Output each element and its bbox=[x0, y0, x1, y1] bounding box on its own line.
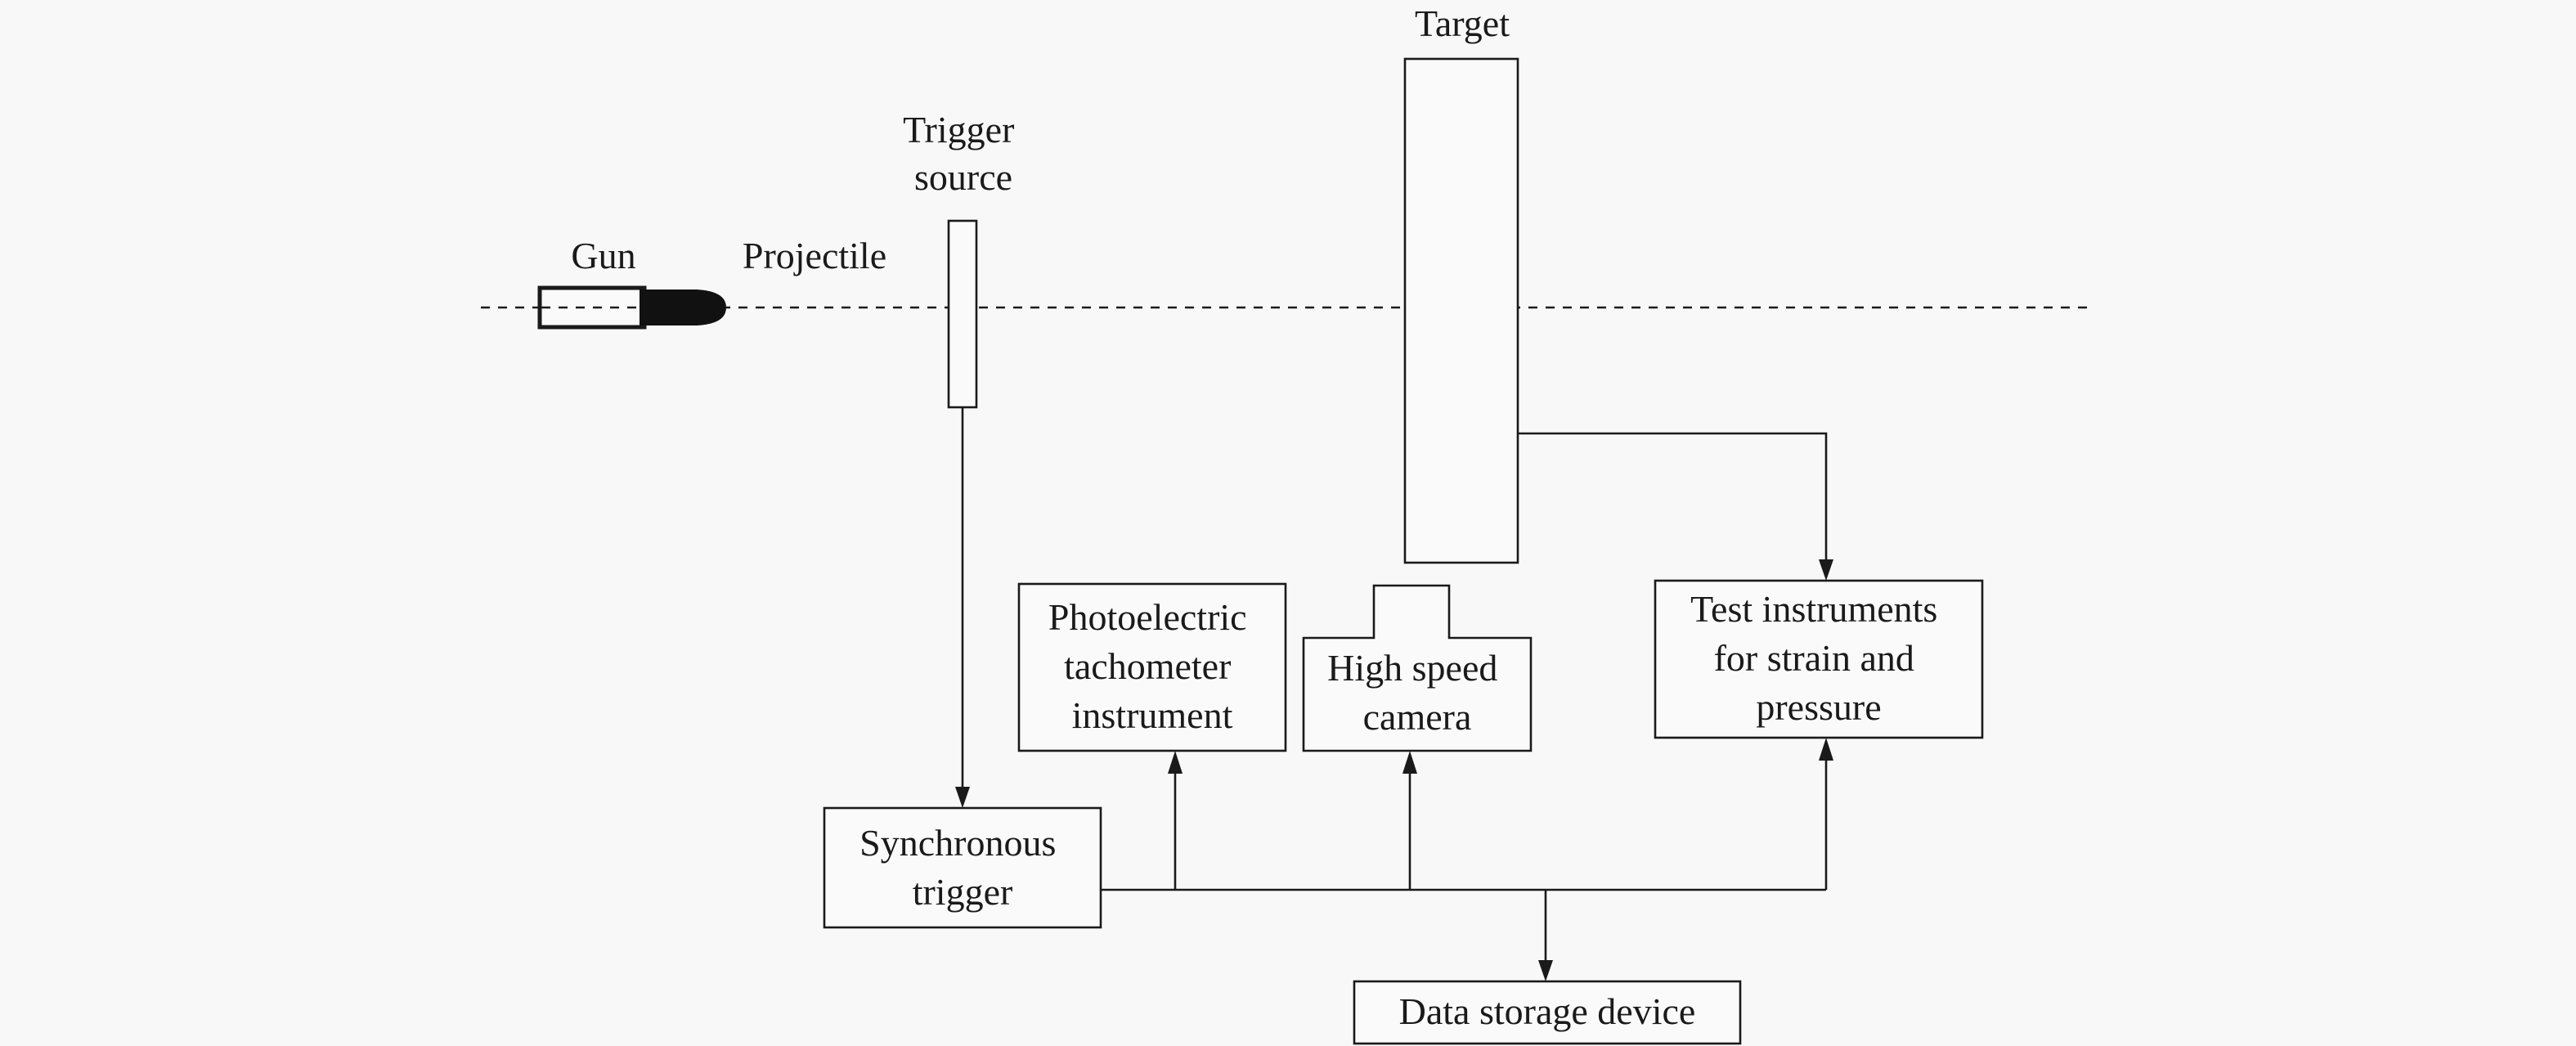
data-storage-label: Data storage device bbox=[1399, 990, 1696, 1032]
arrowhead bbox=[1819, 738, 1833, 761]
target-plate bbox=[1403, 57, 1519, 564]
trigger-source-label: Trigger source bbox=[903, 109, 1024, 198]
camera-label: High speed camera bbox=[1327, 647, 1507, 738]
arrowhead bbox=[1819, 559, 1833, 581]
high-speed-camera-box bbox=[1302, 584, 1533, 752]
gun-icon bbox=[537, 285, 647, 330]
data-storage-box bbox=[1353, 980, 1742, 1045]
synchronous-trigger-label: Synchronous trigger bbox=[859, 822, 1066, 913]
photoelectric-tachometer-box bbox=[1017, 582, 1287, 752]
gun-label: Gun bbox=[571, 235, 635, 276]
target-to-test-line bbox=[1518, 432, 1828, 561]
projectile-label: Projectile bbox=[743, 235, 886, 276]
arrowhead bbox=[1402, 751, 1417, 774]
trigger-source-plate bbox=[947, 219, 978, 409]
target-label: Target bbox=[1415, 2, 1510, 44]
photoelectric-label: Photoelectric tachometer instrument bbox=[1048, 596, 1256, 736]
arrowhead bbox=[955, 787, 970, 808]
arrowhead bbox=[1168, 751, 1183, 774]
test-instruments-box bbox=[1654, 579, 1984, 739]
projectile-icon bbox=[640, 290, 726, 325]
test-instruments-label: Test instruments for strain and pressure bbox=[1690, 588, 1947, 728]
synchronous-trigger-box bbox=[823, 806, 1102, 929]
arrowhead bbox=[1538, 960, 1553, 981]
